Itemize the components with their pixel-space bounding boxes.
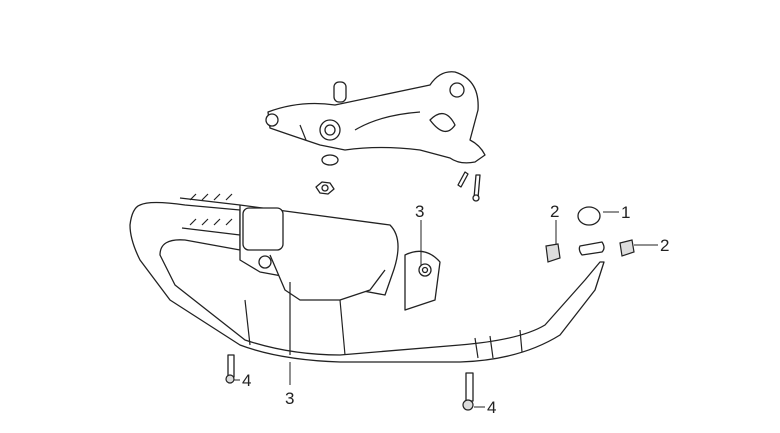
callout-3-muffler: 3 — [285, 389, 294, 408]
washer — [321, 154, 339, 166]
exhaust-gasket — [577, 206, 601, 226]
hex-nut — [315, 181, 335, 195]
flange-nut-left — [545, 243, 561, 263]
callout-4-right: 4 — [487, 398, 496, 417]
flange-nut-right — [619, 239, 635, 257]
callout-2-left: 2 — [550, 202, 559, 221]
callout-2-right: 2 — [660, 236, 669, 255]
muffler — [129, 193, 605, 363]
engine-mount-bracket — [265, 71, 486, 164]
bolt-left — [225, 354, 235, 384]
bolt-right — [462, 372, 474, 411]
muffler-bracket — [404, 250, 441, 311]
callout-1: 1 — [621, 203, 630, 222]
mount-bolts — [457, 171, 481, 202]
callout-3-bracket: 3 — [415, 202, 424, 221]
callout-4-left: 4 — [242, 371, 251, 390]
exhaust-flange — [578, 241, 605, 256]
